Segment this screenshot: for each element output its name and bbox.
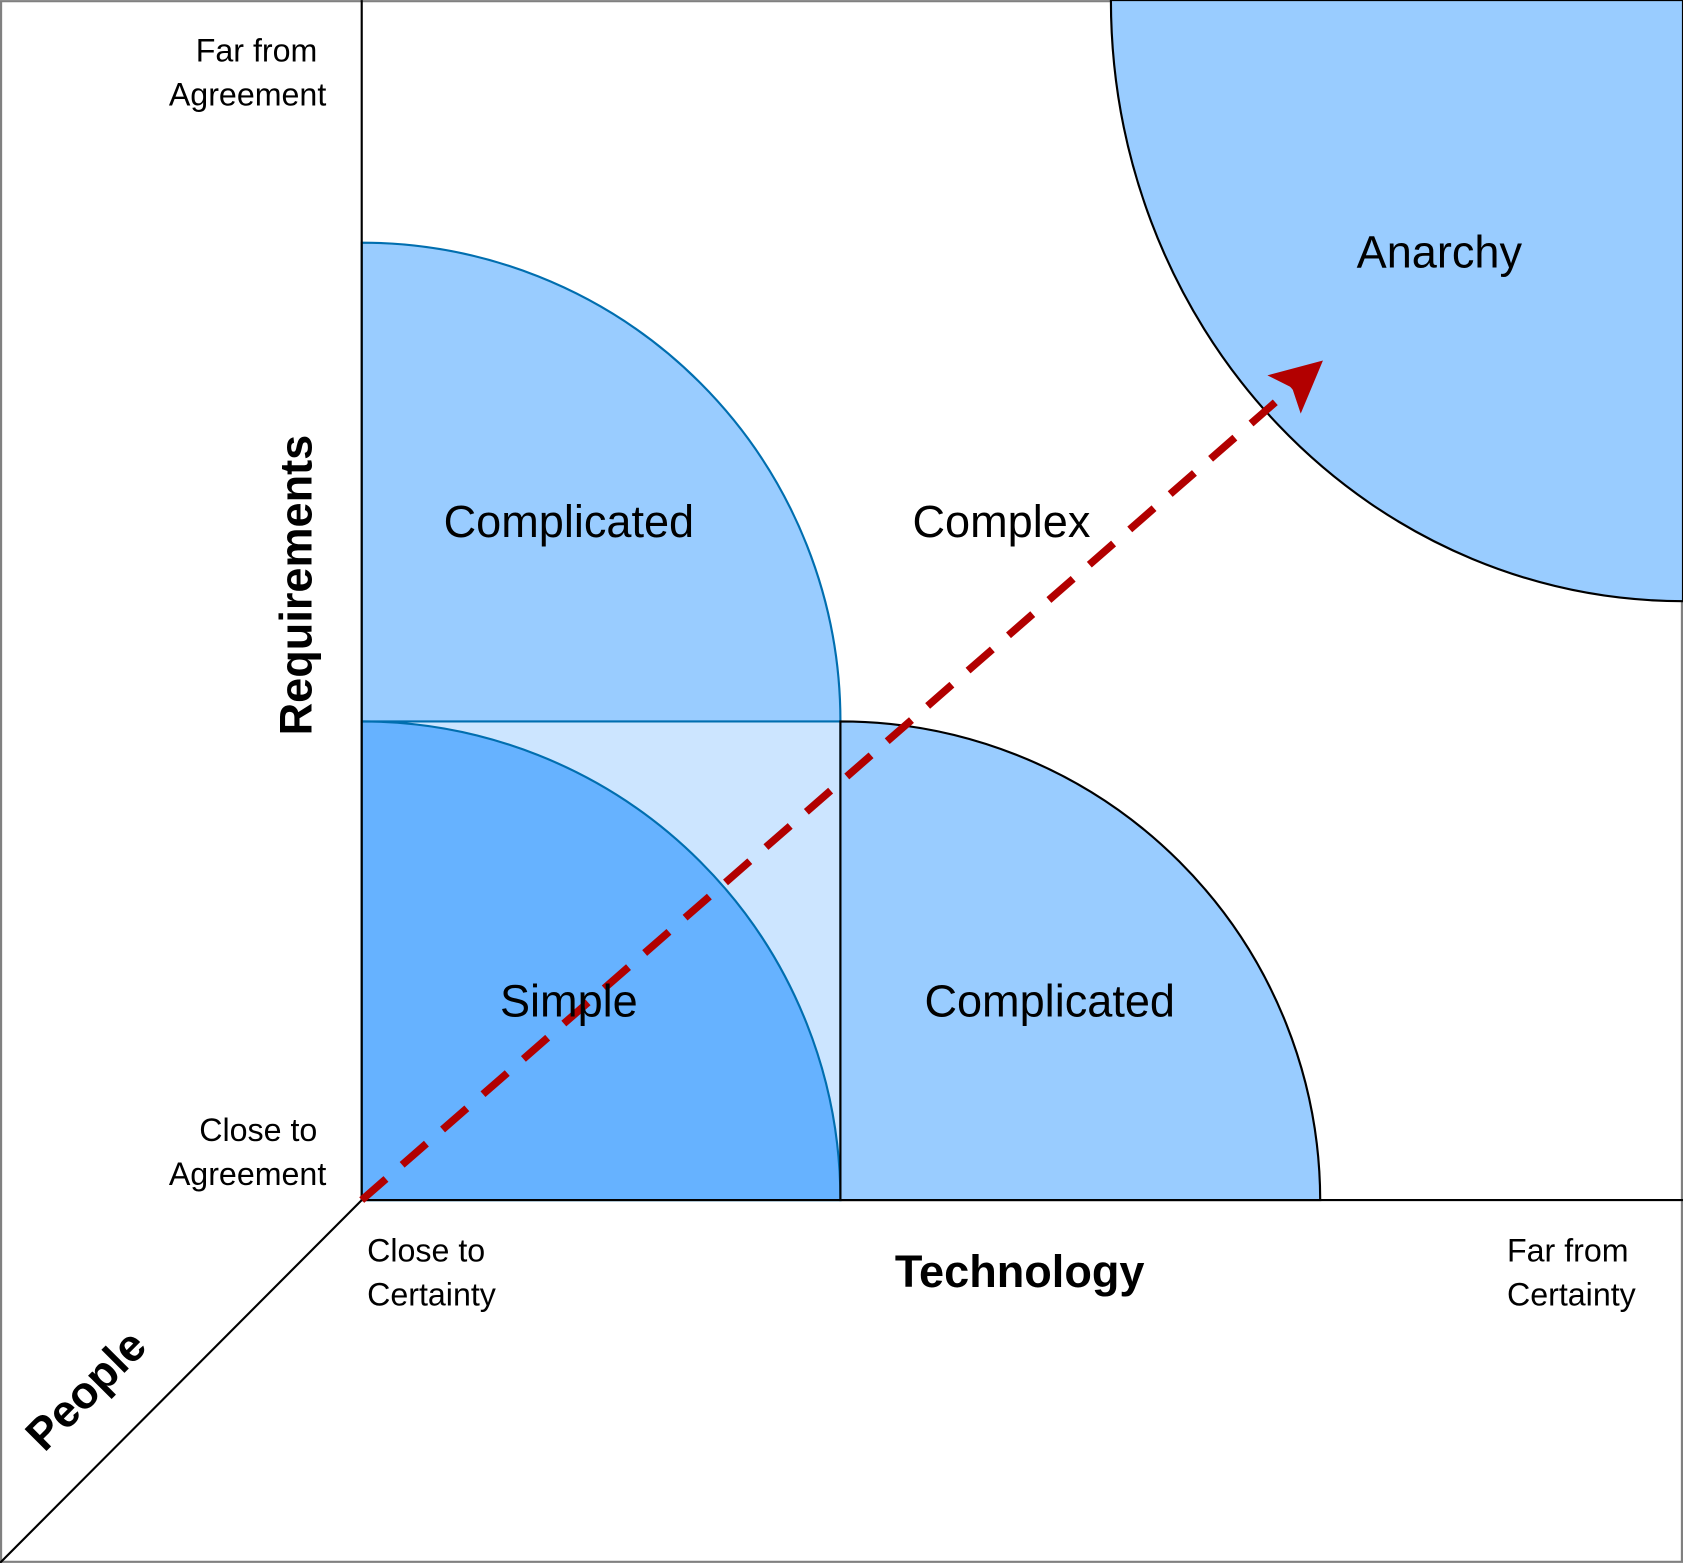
label-simple: Simple bbox=[500, 976, 638, 1027]
complicated-top-region bbox=[360, 241, 842, 723]
axis-label-technology: Technology bbox=[895, 1246, 1145, 1297]
anarchy-region bbox=[1109, 0, 1683, 603]
simple-region bbox=[360, 720, 842, 1202]
label-anarchy: Anarchy bbox=[1357, 226, 1523, 277]
arrowhead-icon bbox=[1267, 360, 1323, 414]
label-complicated-top: Complicated bbox=[444, 496, 695, 547]
tick-far-from-agreement: Far from Agreement bbox=[169, 32, 327, 112]
tick-close-to-certainty: Close to Certainty bbox=[367, 1232, 497, 1312]
label-complex: Complex bbox=[912, 496, 1090, 547]
axis-label-requirements: Requirements bbox=[270, 435, 321, 736]
progression-arrow-line bbox=[359, 383, 1296, 1203]
tick-far-from-certainty: Far from Certainty bbox=[1507, 1232, 1638, 1312]
diagonal-axis bbox=[0, 1199, 363, 1563]
tick-close-to-agreement: Close to Agreement bbox=[169, 1112, 327, 1192]
label-complicated-right: Complicated bbox=[924, 976, 1175, 1027]
complicated-right-region bbox=[839, 720, 1322, 1202]
